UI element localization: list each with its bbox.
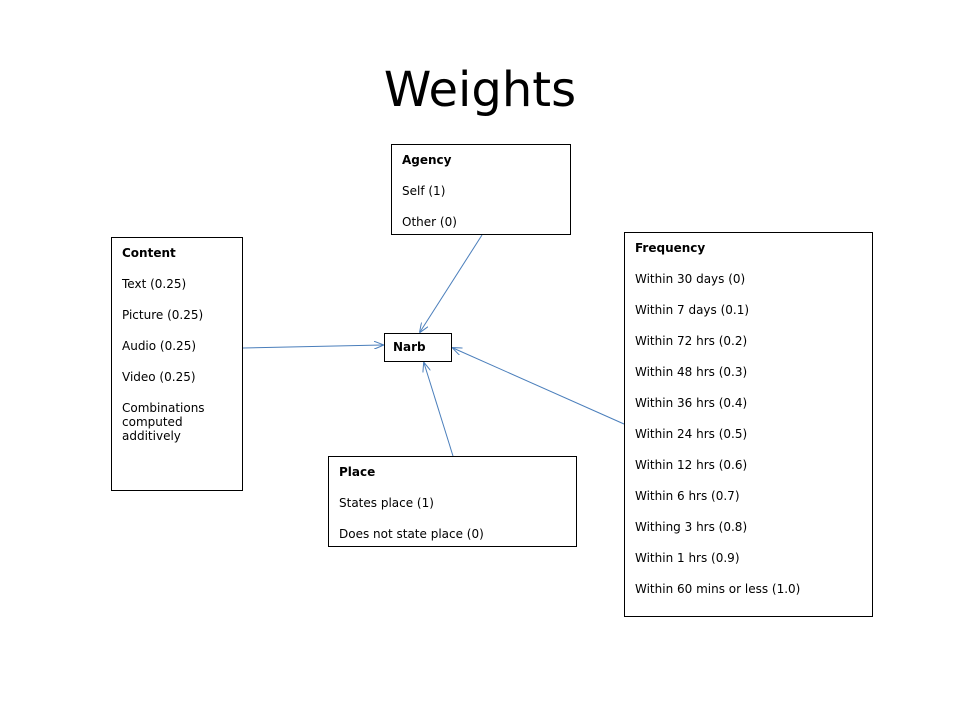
frequency-item: Within 48 hrs (0.3) xyxy=(635,365,748,379)
frequency-item: Within 72 hrs (0.2) xyxy=(635,334,748,348)
connector-agency-to-narb xyxy=(420,234,483,332)
frequency-item: Within 30 days (0) xyxy=(635,272,746,286)
agency-box: Agency Self (1) Other (0) xyxy=(391,144,571,235)
frequency-item: Within 60 mins or less (1.0) xyxy=(635,582,801,596)
frequency-item: Withing 3 hrs (0.8) xyxy=(635,520,748,534)
connector-frequency-to-narb xyxy=(453,348,625,425)
content-item: Video (0.25) xyxy=(122,370,196,384)
frequency-item: Within 6 hrs (0.7) xyxy=(635,489,740,503)
frequency-item: Within 36 hrs (0.4) xyxy=(635,396,748,410)
place-item: States place (1) xyxy=(339,496,434,510)
place-item: Does not state place (0) xyxy=(339,527,484,541)
content-item: Combinations computed additively xyxy=(122,401,205,443)
content-title: Content xyxy=(122,246,176,260)
frequency-item: Within 1 hrs (0.9) xyxy=(635,551,740,565)
frequency-item: Within 7 days (0.1) xyxy=(635,303,750,317)
place-title: Place xyxy=(339,465,376,479)
frequency-item: Within 12 hrs (0.6) xyxy=(635,458,748,472)
frequency-item: Within 24 hrs (0.5) xyxy=(635,427,748,441)
agency-title: Agency xyxy=(402,153,452,167)
connector-place-to-narb xyxy=(424,363,454,457)
frequency-title: Frequency xyxy=(635,241,706,255)
content-item: Picture (0.25) xyxy=(122,308,204,322)
content-box: Content Text (0.25) Picture (0.25) Audio… xyxy=(111,237,243,491)
narb-box: Narb xyxy=(384,333,452,362)
slide-title: Weights xyxy=(383,62,577,118)
content-item: Text (0.25) xyxy=(122,277,187,291)
place-box: Place States place (1) Does not state pl… xyxy=(328,456,577,547)
agency-item: Other (0) xyxy=(402,215,457,229)
agency-item: Self (1) xyxy=(402,184,446,198)
connector-content-to-narb xyxy=(242,345,383,348)
frequency-box: Frequency Within 30 days (0) Within 7 da… xyxy=(624,232,873,617)
narb-label: Narb xyxy=(393,340,426,354)
content-item: Audio (0.25) xyxy=(122,339,197,353)
